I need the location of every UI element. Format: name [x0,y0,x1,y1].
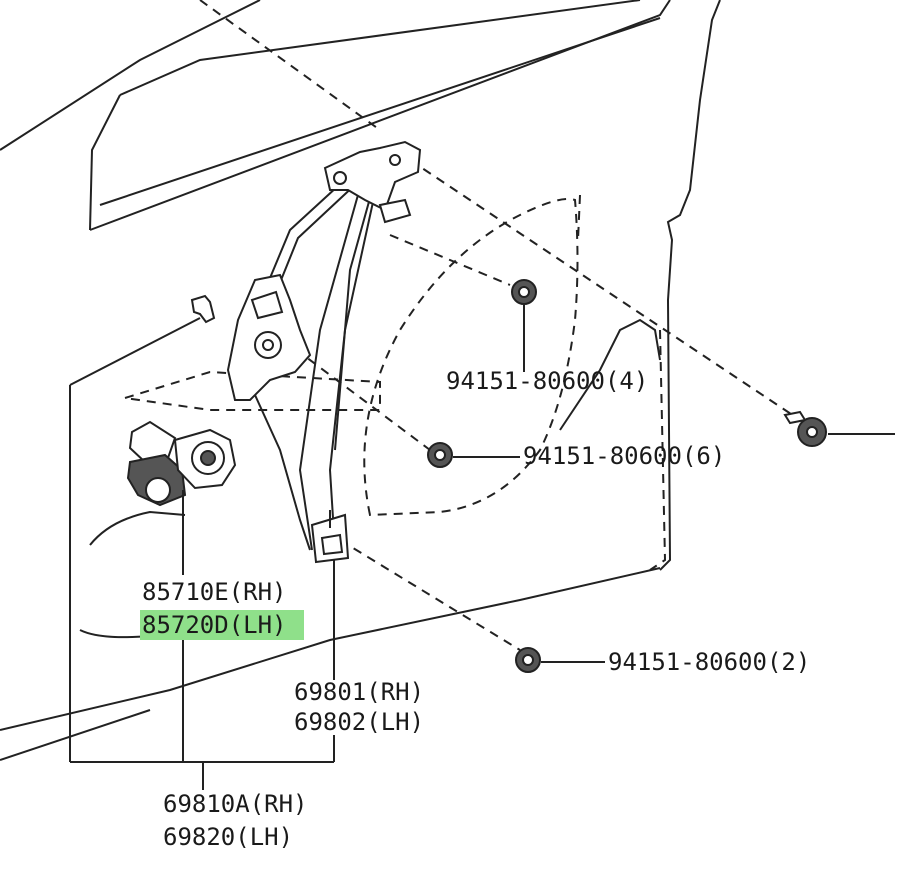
label-assembly-lh[interactable]: 69820(LH) [163,823,293,851]
dashed-leaders [124,0,801,651]
bolt-right [783,410,895,447]
label-regulator-lh[interactable]: 69802(LH) [294,708,424,736]
label-motor-lh[interactable]: 85720D(LH) [142,611,287,639]
highlight-box [140,610,304,640]
label-motor-rh[interactable]: 85710E(RH) [142,578,287,606]
callout-lines [69,385,335,790]
label-regulator-rh[interactable]: 69801(RH) [294,678,424,706]
nut-6 [427,442,520,468]
window-regulator [226,140,422,564]
label-nut-6[interactable]: 94151-80600(6) [523,442,725,470]
nut-2 [515,647,605,673]
callout-labels: 94151-80600(4) 94151-80600(6) 94151-8060… [140,367,810,851]
window-motor [126,420,237,507]
door-outline [0,0,721,761]
label-nut-2[interactable]: 94151-80600(2) [608,648,810,676]
clip-bolt [69,294,216,386]
label-nut-4[interactable]: 94151-80600(4) [446,367,648,395]
label-assembly-rh[interactable]: 69810A(RH) [163,790,308,818]
nut-4 [511,279,537,372]
